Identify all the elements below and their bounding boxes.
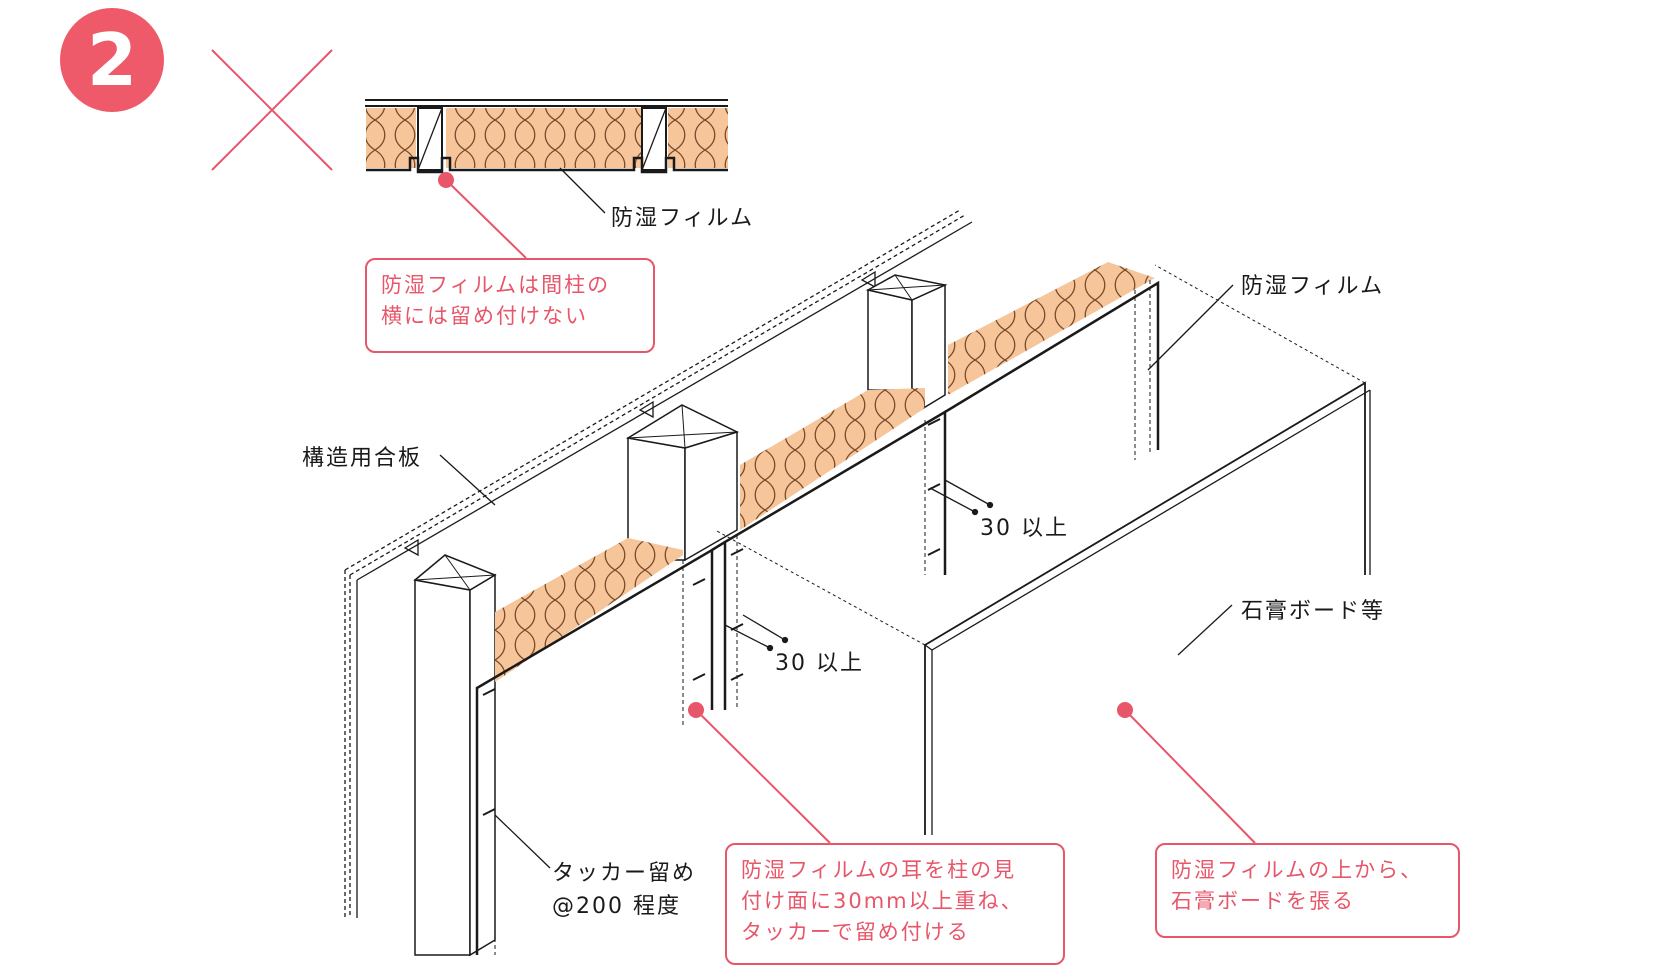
label-tacker-2: @200 程度 [552,894,681,919]
stud-left [413,554,497,957]
insulation-plan-3 [668,108,728,168]
label-film-top: 防湿フィルム [611,206,755,231]
label-plywood: 構造用合板 [302,446,423,471]
vapor-film [475,280,1160,955]
callout-ear-line2: 付け面に30mm以上重ね、 [741,889,1024,913]
gypsum-board [714,264,1371,835]
callout-bad-fastening: 防湿フィルムは間柱の 横には留め付けない [365,258,655,353]
callout-ear-line3: タッカーで留め付ける [741,920,970,944]
label-gypsum: 石膏ボード等 [1241,599,1386,624]
tacker-staples [482,418,941,816]
structural-plywood [344,209,973,918]
label-overlap-upper: 30 以上 [980,516,1069,541]
film-plan [366,156,728,174]
callout-board-line2: 石膏ボードを張る [1171,889,1355,913]
callout-film-ear: 防湿フィルムの耳を柱の見 付け面に30mm以上重ね、 タッカーで留め付ける [725,843,1065,965]
stud-right [865,274,948,417]
callout-gypsum-board: 防湿フィルムの上から、 石膏ボードを張る [1155,843,1460,938]
plan-section-detail [365,99,728,174]
callout-ear-line1: 防湿フィルムの耳を柱の見 [741,858,1017,882]
callout-board-line1: 防湿フィルムの上から、 [1171,858,1424,882]
label-tacker-1: タッカー留め [552,861,697,886]
callout-bad-line2: 横には留め付けない [381,304,588,328]
label-film-right: 防湿フィルム [1241,274,1385,299]
label-overlap-lower: 30 以上 [775,651,864,676]
insulation-bay-2 [740,388,925,530]
insulation-bay-3 [948,262,1155,395]
stud-middle [625,404,740,562]
cross-icon [211,49,333,171]
insulation-plan-1 [366,108,416,168]
callout-bad-line1: 防湿フィルムは間柱の [381,273,611,297]
step-badge: 2 [60,8,164,112]
insulation-plan-2 [446,108,642,168]
insulation-bay-1 [495,538,683,682]
